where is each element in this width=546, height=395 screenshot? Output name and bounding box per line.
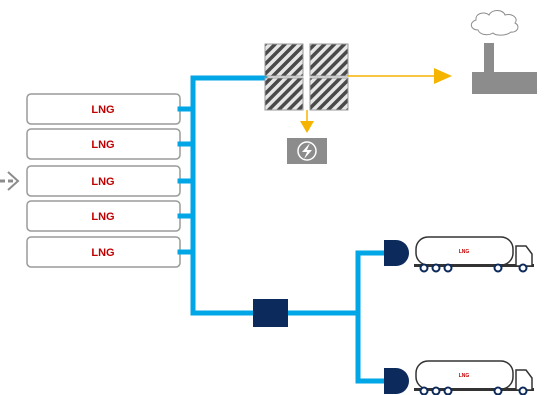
tank-label: LNG [91,139,114,151]
gas-flow-arrow-icon [348,68,452,84]
tanker-truck-icon: LNG [414,236,534,273]
inlet-arrow-icon [0,171,20,191]
storage-tanks: LNG LNG LNG LNG LNG [26,93,181,268]
storage-tank: LNG [26,93,181,125]
storage-tank: LNG [26,165,181,197]
loading-arm-icon [384,240,409,266]
loading-arm-icon [384,368,409,394]
pipeline [177,75,387,384]
lightning-icon [287,138,327,164]
truck-label: LNG [459,249,470,255]
heat-exchanger-icon [264,43,349,111]
storage-tank: LNG [26,236,181,268]
tank-label: LNG [91,211,114,223]
tank-label: LNG [91,247,114,259]
tank-label: LNG [91,176,114,188]
storage-tank: LNG [26,128,181,160]
truck-label: LNG [459,373,470,379]
power-flow-arrow-icon [300,110,314,133]
tank-label: LNG [91,104,114,116]
tanker-truck-icon: LNG [414,360,534,395]
pump-block-icon [253,299,288,327]
factory-icon [470,10,537,94]
storage-tank: LNG [26,200,181,232]
